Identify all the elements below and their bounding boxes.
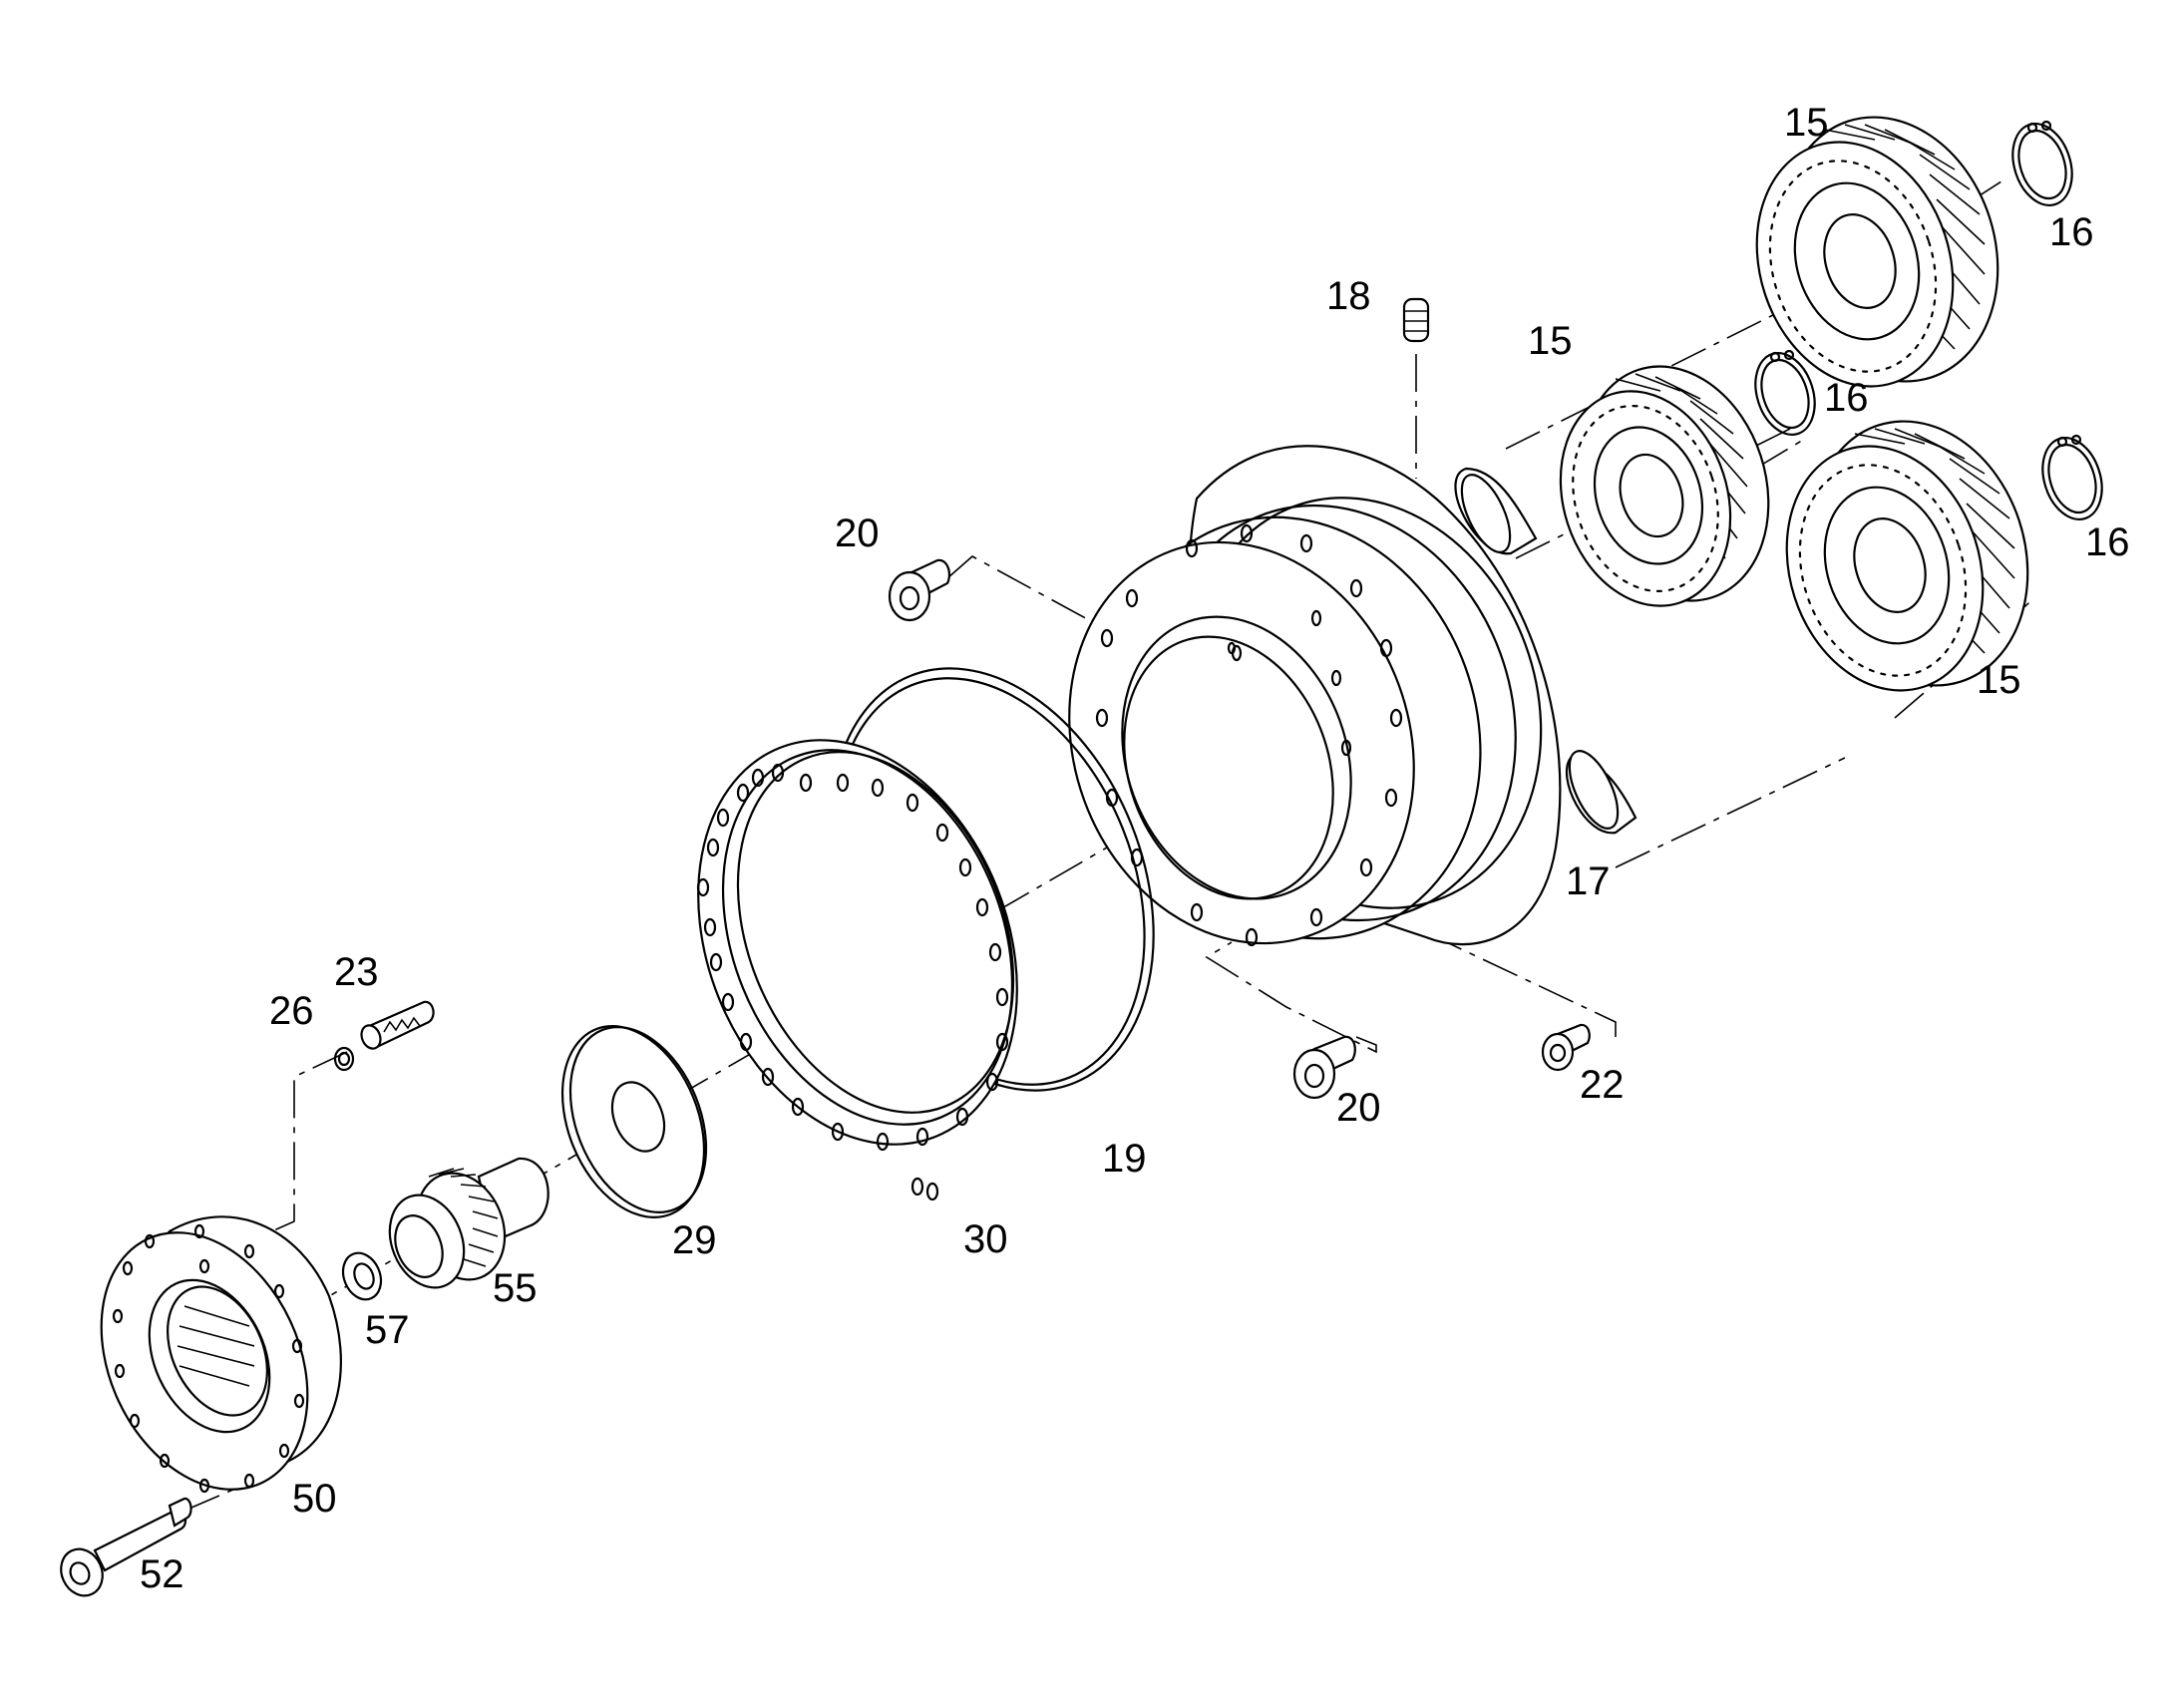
end-cover bbox=[100, 1215, 342, 1494]
callout-15-middle: 15 bbox=[1528, 319, 1573, 363]
callout-15-lower: 15 bbox=[1977, 658, 2021, 702]
screw-upper bbox=[888, 558, 951, 622]
callout-52: 52 bbox=[140, 1552, 184, 1596]
callout-55: 55 bbox=[493, 1266, 538, 1310]
ring-flange bbox=[696, 739, 1018, 1201]
callout-26: 26 bbox=[269, 989, 314, 1033]
callout-16-upper: 16 bbox=[2049, 210, 2094, 254]
callout-19: 19 bbox=[1102, 1137, 1147, 1181]
snap-ring-middle bbox=[1754, 349, 1816, 436]
callout-17: 17 bbox=[1566, 859, 1611, 903]
callout-30: 30 bbox=[963, 1217, 1008, 1261]
callouts: 15 16 18 15 16 20 16 15 17 23 26 20 22 1… bbox=[140, 101, 2130, 1596]
planet-gear-middle bbox=[1559, 365, 1770, 607]
sun-gear-shaft bbox=[388, 1157, 549, 1289]
callout-57: 57 bbox=[365, 1308, 410, 1352]
cap-screw bbox=[60, 1497, 192, 1597]
callout-16-lower: 16 bbox=[2085, 520, 2130, 564]
callout-23: 23 bbox=[334, 950, 379, 994]
snap-ring-lower bbox=[2041, 434, 2103, 520]
drain-plug bbox=[1541, 1023, 1591, 1072]
callout-15-upper: 15 bbox=[1784, 101, 1829, 145]
callout-50: 50 bbox=[292, 1477, 337, 1521]
planet-gear-upper bbox=[1755, 116, 1999, 388]
thrust-washer bbox=[560, 1025, 708, 1218]
planet-carrier-housing bbox=[1068, 445, 1637, 947]
callout-29: 29 bbox=[672, 1218, 717, 1262]
callout-16-middle: 16 bbox=[1824, 376, 1869, 420]
callout-18: 18 bbox=[1326, 274, 1371, 318]
o-ring-small bbox=[333, 1046, 355, 1072]
snap-ring-upper bbox=[2011, 120, 2073, 206]
screw-lower bbox=[1292, 1035, 1356, 1100]
spring-pin bbox=[360, 1000, 435, 1050]
callout-22: 22 bbox=[1580, 1063, 1625, 1107]
callout-20-lower: 20 bbox=[1336, 1086, 1381, 1130]
dowel-pin bbox=[1402, 297, 1430, 343]
planet-gear-lower bbox=[1785, 420, 2029, 692]
callout-20-upper: 20 bbox=[835, 512, 880, 555]
spacer-ring bbox=[341, 1251, 383, 1301]
